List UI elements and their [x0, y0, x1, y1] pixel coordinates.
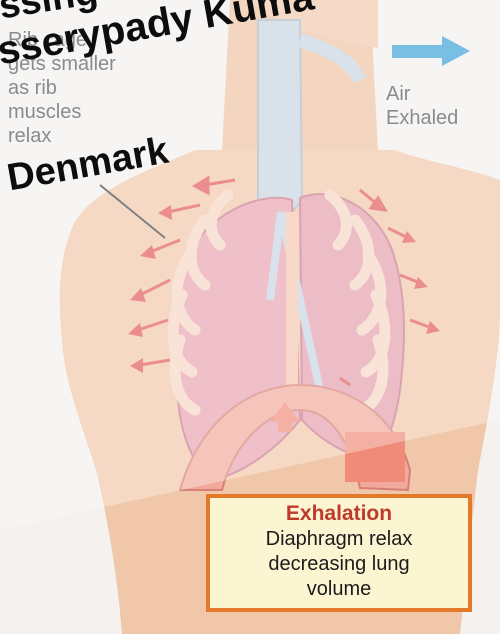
info-box-line-2: decreasing lung	[210, 552, 468, 577]
exhalation-info-box: Exhalation Diaphragm relax decreasing lu…	[206, 494, 472, 612]
info-box-title: Exhalation	[210, 501, 468, 527]
air-exhaled-label: Air Exhaled	[386, 82, 486, 130]
info-box-line-3: volume	[210, 577, 468, 602]
info-box-line-1: Diaphragm relax	[210, 527, 468, 552]
